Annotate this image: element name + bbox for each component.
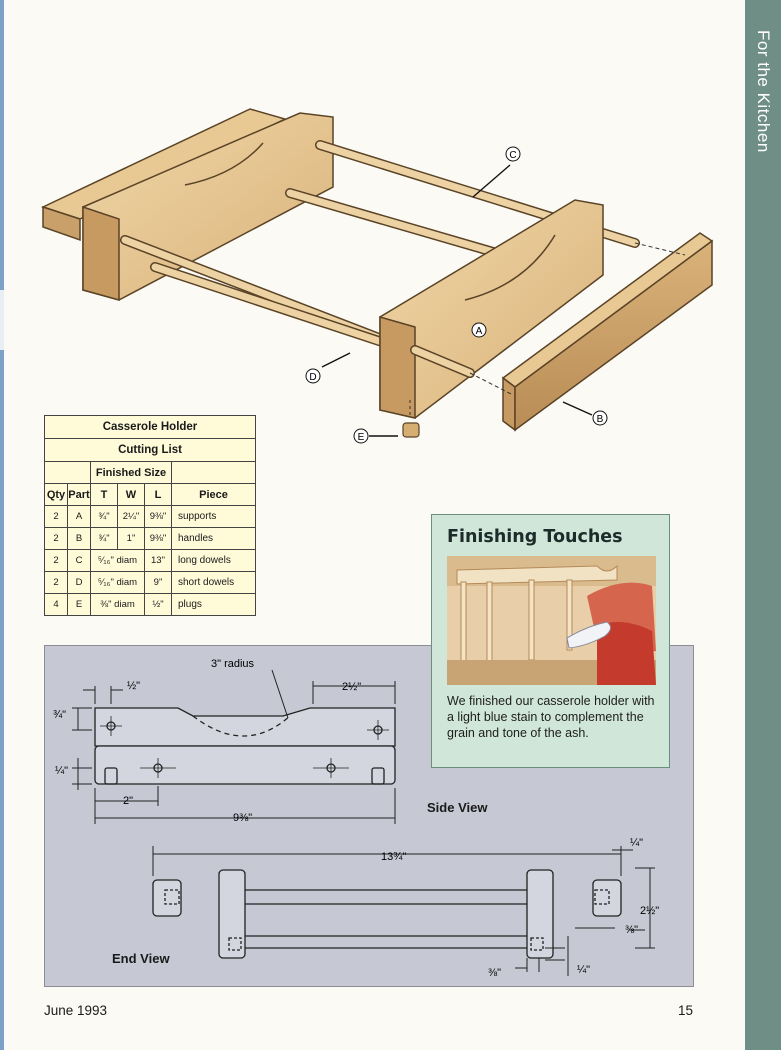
callout-e: E	[353, 428, 398, 444]
header-spacer	[171, 461, 256, 484]
dim-quarter-top: ¼"	[630, 837, 643, 849]
end-view-drawing	[152, 869, 622, 959]
cutting-list-table: Casserole Holder Cutting List Finished S…	[44, 415, 256, 616]
dim-radius: 3" radius	[211, 658, 255, 670]
column-header: W	[117, 483, 145, 506]
dim-three-eighths-right: ⅜"	[625, 924, 638, 936]
dim-three-quarter: ¾"	[53, 709, 66, 721]
svg-text:B: B	[597, 414, 604, 425]
header-spacer	[67, 461, 91, 484]
table-row: 2 A ¾" 2¼" 9⅜" supports	[44, 505, 256, 528]
dim-overall-side: 9⅜"	[233, 812, 252, 824]
callout-c: C	[472, 146, 521, 198]
finishing-title: Finishing Touches	[447, 527, 623, 547]
section-tab	[745, 0, 781, 1050]
page-edge-strip-highlight	[0, 290, 4, 350]
column-header: Qty	[44, 483, 68, 506]
svg-text:A: A	[476, 326, 483, 337]
table-row: 2 C ⁵⁄₁₆" diam 13" long dowels	[44, 549, 256, 572]
drawing-panel: 3" radius ½" 2½" ¾" ¼" 2" 9⅜"	[44, 645, 694, 987]
section-tab-label: For the Kitchen	[754, 30, 773, 153]
group-header: Finished Size	[90, 461, 172, 484]
side-view-label: Side View	[427, 800, 488, 815]
page-number: 15	[678, 1003, 694, 1018]
header-spacer	[44, 461, 68, 484]
column-header: Part	[67, 483, 91, 506]
dim-two-half-end: 2½"	[640, 905, 659, 917]
casserole-holder-illustration: C A D B E	[40, 108, 714, 444]
table-row: 2 D ⁵⁄₁₆" diam 9" short dowels	[44, 571, 256, 594]
dim-three-eighths-bottom: ⅜"	[488, 967, 501, 979]
side-view-drawing	[94, 707, 396, 785]
technical-drawings: 3" radius ½" 2½" ¾" ¼" 2" 9⅜"	[53, 658, 659, 979]
dim-quarter: ¼"	[55, 765, 68, 777]
svg-text:D: D	[309, 372, 316, 383]
svg-text:C: C	[509, 150, 516, 161]
callout-a: A	[471, 322, 487, 338]
dim-quarter-bottom: ¼"	[577, 964, 590, 976]
column-header: T	[90, 483, 118, 506]
callout-d: D	[305, 352, 351, 384]
dim-two-half: 2½"	[342, 681, 361, 693]
column-header: Piece	[171, 483, 256, 506]
page-edge-strip	[0, 0, 4, 1050]
table-row: 4 E ⅜" diam ½" plugs	[44, 593, 256, 616]
dim-overall-end: 13¾"	[381, 851, 406, 863]
table-title: Casserole Holder	[44, 415, 256, 439]
callout-b: B	[562, 401, 608, 426]
dim-half: ½"	[127, 680, 140, 692]
dim-two: 2"	[123, 795, 133, 807]
table-subtitle: Cutting List	[44, 438, 256, 462]
finishing-text: We finished our casserole holder with a …	[447, 694, 655, 740]
footer-date: June 1993	[44, 1003, 108, 1018]
end-view-label: End View	[112, 951, 170, 966]
column-header: L	[144, 483, 172, 506]
finishing-touches-box: Finishing Touches We finished our casser…	[431, 514, 670, 768]
table-row: 2 B ¾" 1" 9⅜" handles	[44, 527, 256, 550]
svg-text:E: E	[358, 432, 365, 443]
finishing-photo	[447, 556, 656, 685]
